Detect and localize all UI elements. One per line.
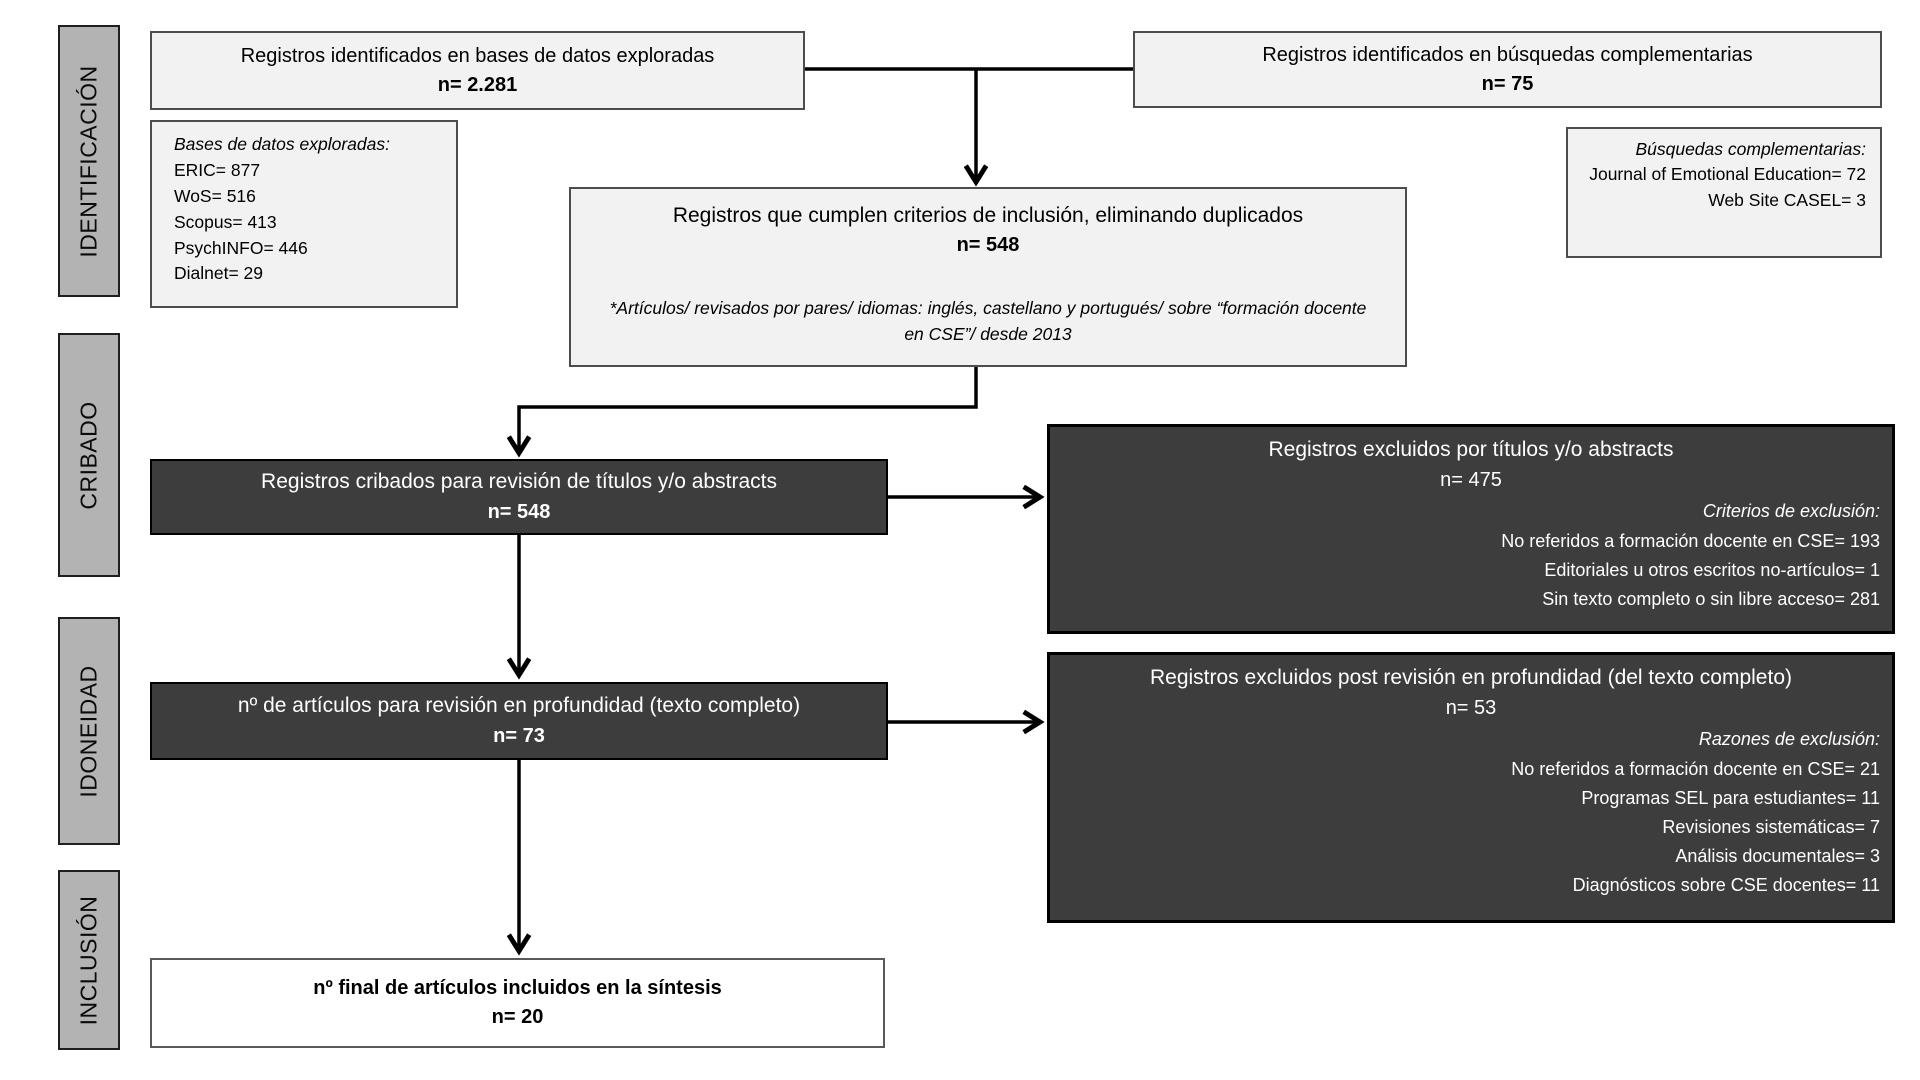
box-final-included: nº final de artículos incluidos en la sí… [150,958,885,1048]
box-count: n= 73 [493,724,545,747]
detail-item: PsychINFO= 446 [174,237,308,258]
box-title: Registros excluidos por títulos y/o abst… [1268,438,1674,461]
stage-label-text: INCLUSIÓN [75,895,102,1025]
box-screened-records: Registros cribados para revisión de títu… [150,459,888,535]
exclusion-item: No referidos a formación docente en CSE=… [1501,530,1880,551]
box-identified-complementary: Registros identificados en búsquedas com… [1133,31,1882,108]
box-count: n= 53 [1445,697,1497,720]
box-title: Registros identificados en bases de dato… [240,44,715,67]
detail-item: Scopus= 413 [174,211,277,232]
detail-item: Dialnet= 29 [174,263,264,284]
box-excluded-fulltext: Registros excluidos post revisión en pro… [1047,652,1895,923]
stage-label-inclusion: INCLUSIÓN [58,870,120,1050]
box-count: n= 75 [1481,72,1534,95]
box-title: nº final de artículos incluidos en la sí… [313,977,722,999]
box-identified-databases: Registros identificados en bases de dato… [150,31,805,110]
detail-item: ERIC= 877 [174,159,261,180]
exclusion-item: No referidos a formación docente en CSE=… [1511,758,1880,779]
box-count: n= 475 [1440,469,1502,492]
criteria-note: *Artículos/ revisados por pares/ idiomas… [609,297,1367,344]
box-title: Registros identificados en búsquedas com… [1262,43,1753,66]
detail-item: WoS= 516 [174,185,256,206]
box-complementary-detail: Búsquedas complementarias: Journal of Em… [1566,127,1882,258]
stage-label-text: IDONEIDAD [75,664,102,798]
box-fulltext-review: nº de artículos para revisión en profund… [150,682,888,760]
exclusion-item: Editoriales u otros escritos no-artículo… [1544,559,1880,580]
box-count: n= 548 [956,234,1020,257]
exclusion-reasons-header: Razones de exclusión: [1698,729,1880,750]
exclusion-item: Revisiones sistemáticas= 7 [1662,816,1880,837]
exclusion-item: Diagnósticos sobre CSE docentes= 11 [1572,875,1880,896]
stage-label-cribado: CRIBADO [58,333,120,577]
box-title: nº de artículos para revisión en profund… [237,694,801,718]
stage-label-text: CRIBADO [75,400,102,510]
exclusion-item: Análisis documentales= 3 [1675,846,1880,867]
detail-header: Bases de datos exploradas: [174,134,390,154]
box-databases-detail: Bases de datos exploradas: ERIC= 877 WoS… [150,120,458,308]
exclusion-reasons-list: Razones de exclusión: No referidos a for… [1062,725,1880,900]
box-excluded-titles-abstracts: Registros excluidos por títulos y/o abst… [1047,424,1895,634]
detail-item: Web Site CASEL= 3 [1708,189,1866,210]
box-count: n= 20 [491,1006,544,1028]
exclusion-criteria-header: Criterios de exclusión: [1702,501,1880,522]
exclusion-item: Programas SEL para estudiantes= 11 [1581,787,1880,808]
box-count: n= 548 [487,500,551,523]
box-count: n= 2.281 [437,73,518,96]
exclusion-criteria-list: Criterios de exclusión: No referidos a f… [1062,497,1880,614]
box-inclusion-criteria: Registros que cumplen criterios de inclu… [569,187,1407,367]
box-title: Registros excluidos post revisión en pro… [1149,666,1792,689]
stage-label-idoneidad: IDONEIDAD [58,617,120,845]
stage-label-text: IDENTIFICACIÓN [75,64,102,258]
box-title: Registros cribados para revisión de títu… [261,470,777,494]
detail-header: Búsquedas complementarias: [1635,139,1866,159]
stage-label-identificacion: IDENTIFICACIÓN [58,25,120,297]
detail-item: Journal of Emotional Education= 72 [1589,164,1866,185]
box-title: Registros que cumplen criterios de inclu… [672,204,1304,227]
exclusion-item: Sin texto completo o sin libre acceso= 2… [1542,588,1880,609]
